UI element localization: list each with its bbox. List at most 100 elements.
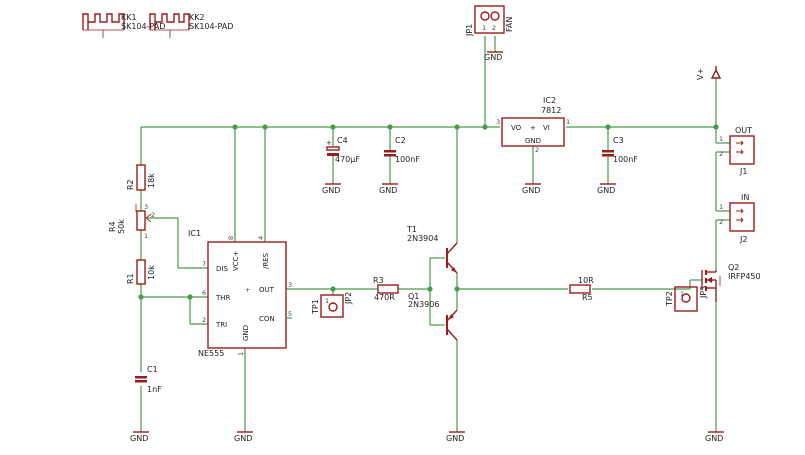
ic2-pin1: 1 — [566, 118, 570, 126]
svg-text:GND: GND — [322, 186, 340, 195]
j2-name: J2 — [739, 235, 747, 244]
ground-c1: GND — [130, 431, 149, 443]
t1-value: 2N3904 — [407, 234, 438, 243]
r1-value: 10k — [147, 265, 156, 280]
connector-jp1-fan: 1 2 JP1 FAN — [465, 5, 514, 37]
ground-c3: GND — [597, 183, 616, 195]
heatsink-kk1: KK1 SK104-PAD — [82, 13, 165, 38]
q1-name: Q1 — [408, 292, 419, 301]
regulator-ic2: IC2 7812 VO + VI GND 3 1 2 — [496, 96, 570, 154]
c4-value: 470µF — [335, 155, 360, 164]
c2-name: C2 — [395, 136, 406, 145]
capacitor-c1: C1 1nF — [135, 365, 162, 394]
ic1-num5: 5 — [288, 310, 292, 318]
svg-text:GND: GND — [130, 434, 148, 443]
jp1-value: FAN — [505, 17, 514, 32]
vplus-symbol: V+ — [696, 66, 722, 80]
c1-value: 1nF — [147, 385, 162, 394]
ic2-vi: VI — [543, 124, 550, 132]
r4-name: R4 — [108, 221, 117, 232]
ic2-pin2: 2 — [535, 146, 539, 154]
r5-value: 10R — [578, 276, 594, 285]
r2-value: 18k — [147, 173, 156, 188]
tp2-name: TP2 — [665, 291, 674, 307]
transistor-q1: Q1 2N3906 — [408, 292, 458, 341]
r2-name: R2 — [126, 179, 135, 190]
testpoint-tp2: 1 TP2 JP3 — [665, 286, 708, 312]
ic2-gnd-pin: GND — [525, 137, 541, 145]
jp1-pin2: 2 — [492, 24, 496, 32]
j1-name: J1 — [739, 167, 747, 176]
ic1-num8: 8 — [227, 236, 235, 240]
kk1-name: KK1 — [121, 13, 137, 22]
svg-text:GND: GND — [234, 434, 252, 443]
ic1-pin-res: /RES — [262, 252, 270, 269]
resistor-r1: R1 10k — [126, 259, 156, 285]
connector-j1-out: OUT J1 1 2 — [719, 126, 755, 176]
kk2-value: SK104-PAD — [189, 22, 233, 31]
ic2-value: 7812 — [541, 106, 561, 115]
r4-value: 50k — [117, 219, 126, 234]
connector-j2-in: IN J2 1 2 — [719, 193, 755, 244]
tp1-pin: 1 — [325, 297, 329, 305]
ic1-num6: 6 — [202, 289, 206, 297]
r3-value: 470R — [374, 293, 395, 302]
svg-text:GND: GND — [446, 434, 464, 443]
r3-name: R3 — [373, 276, 384, 285]
r1-name: R1 — [126, 273, 135, 284]
ic2-vo: VO — [511, 124, 522, 132]
ic1-name: IC1 — [188, 229, 201, 238]
ic1-pin-dis: DIS — [216, 265, 228, 273]
resistor-r3: R3 470R — [373, 276, 399, 302]
j1-pin2: 2 — [719, 150, 723, 158]
capacitor-c2: C2 100nF — [384, 136, 420, 164]
ic2-name: IC2 — [543, 96, 556, 105]
t1-name: T1 — [406, 225, 417, 234]
ic1-plus: + — [245, 286, 250, 294]
c3-value: 100nF — [613, 155, 638, 164]
ic1-pin-vcc: VCC+ — [232, 250, 240, 271]
junctions — [138, 124, 719, 300]
ic2-pin3: 3 — [496, 118, 500, 126]
c4-name: C4 — [337, 136, 348, 145]
q2-name: Q2 — [728, 263, 739, 272]
ground-c4: GND — [322, 183, 341, 195]
ic1-num1: 1 — [237, 352, 245, 356]
r5-name: R5 — [582, 293, 593, 302]
tp2-jp: JP3 — [699, 286, 708, 299]
r4-pin2: 2 — [151, 211, 155, 219]
c4-plus: + — [326, 139, 332, 147]
ground-ic1: GND — [234, 431, 253, 443]
ic1-num3: 3 — [288, 281, 292, 289]
ic1-num4: 4 — [257, 236, 265, 240]
svg-text:GND: GND — [484, 53, 502, 62]
capacitor-c4: + C4 470µF — [326, 136, 360, 164]
c1-name: C1 — [147, 365, 158, 374]
tp2-pin: 1 — [680, 290, 684, 298]
tp1-name: TP1 — [311, 299, 320, 315]
c2-value: 100nF — [395, 155, 420, 164]
timer-ic1: IC1 NE555 DIS THR TRI OUT CON VCC+ /RES … — [188, 229, 292, 358]
ground-ic2: GND — [522, 183, 541, 195]
ic1-num7: 7 — [202, 260, 206, 268]
jp1-pin1: 1 — [482, 24, 486, 32]
ic1-pin-tri: TRI — [215, 321, 227, 329]
kk1-value: SK104-PAD — [121, 22, 165, 31]
ground-jp1: GND — [484, 51, 503, 62]
j1-pin1: 1 — [719, 135, 723, 143]
testpoint-tp1: 1 TP1 JP2 — [311, 292, 353, 318]
ic1-pin-con: CON — [259, 315, 275, 323]
svg-text:GND: GND — [597, 186, 615, 195]
svg-text:GND: GND — [705, 434, 723, 443]
jp1-name: JP1 — [465, 24, 474, 37]
c3-name: C3 — [613, 136, 624, 145]
heatsink-kk2: KK2 SK104-PAD — [149, 13, 233, 38]
ground-c2: GND — [379, 183, 398, 195]
j2-pin2: 2 — [719, 218, 723, 226]
ground-q1: GND — [446, 431, 465, 443]
capacitor-c3: C3 100nF — [602, 136, 638, 164]
j2-pin1: 1 — [719, 203, 723, 211]
ic1-pin-thr: THR — [215, 294, 231, 302]
ic2-plus: + — [530, 124, 536, 132]
